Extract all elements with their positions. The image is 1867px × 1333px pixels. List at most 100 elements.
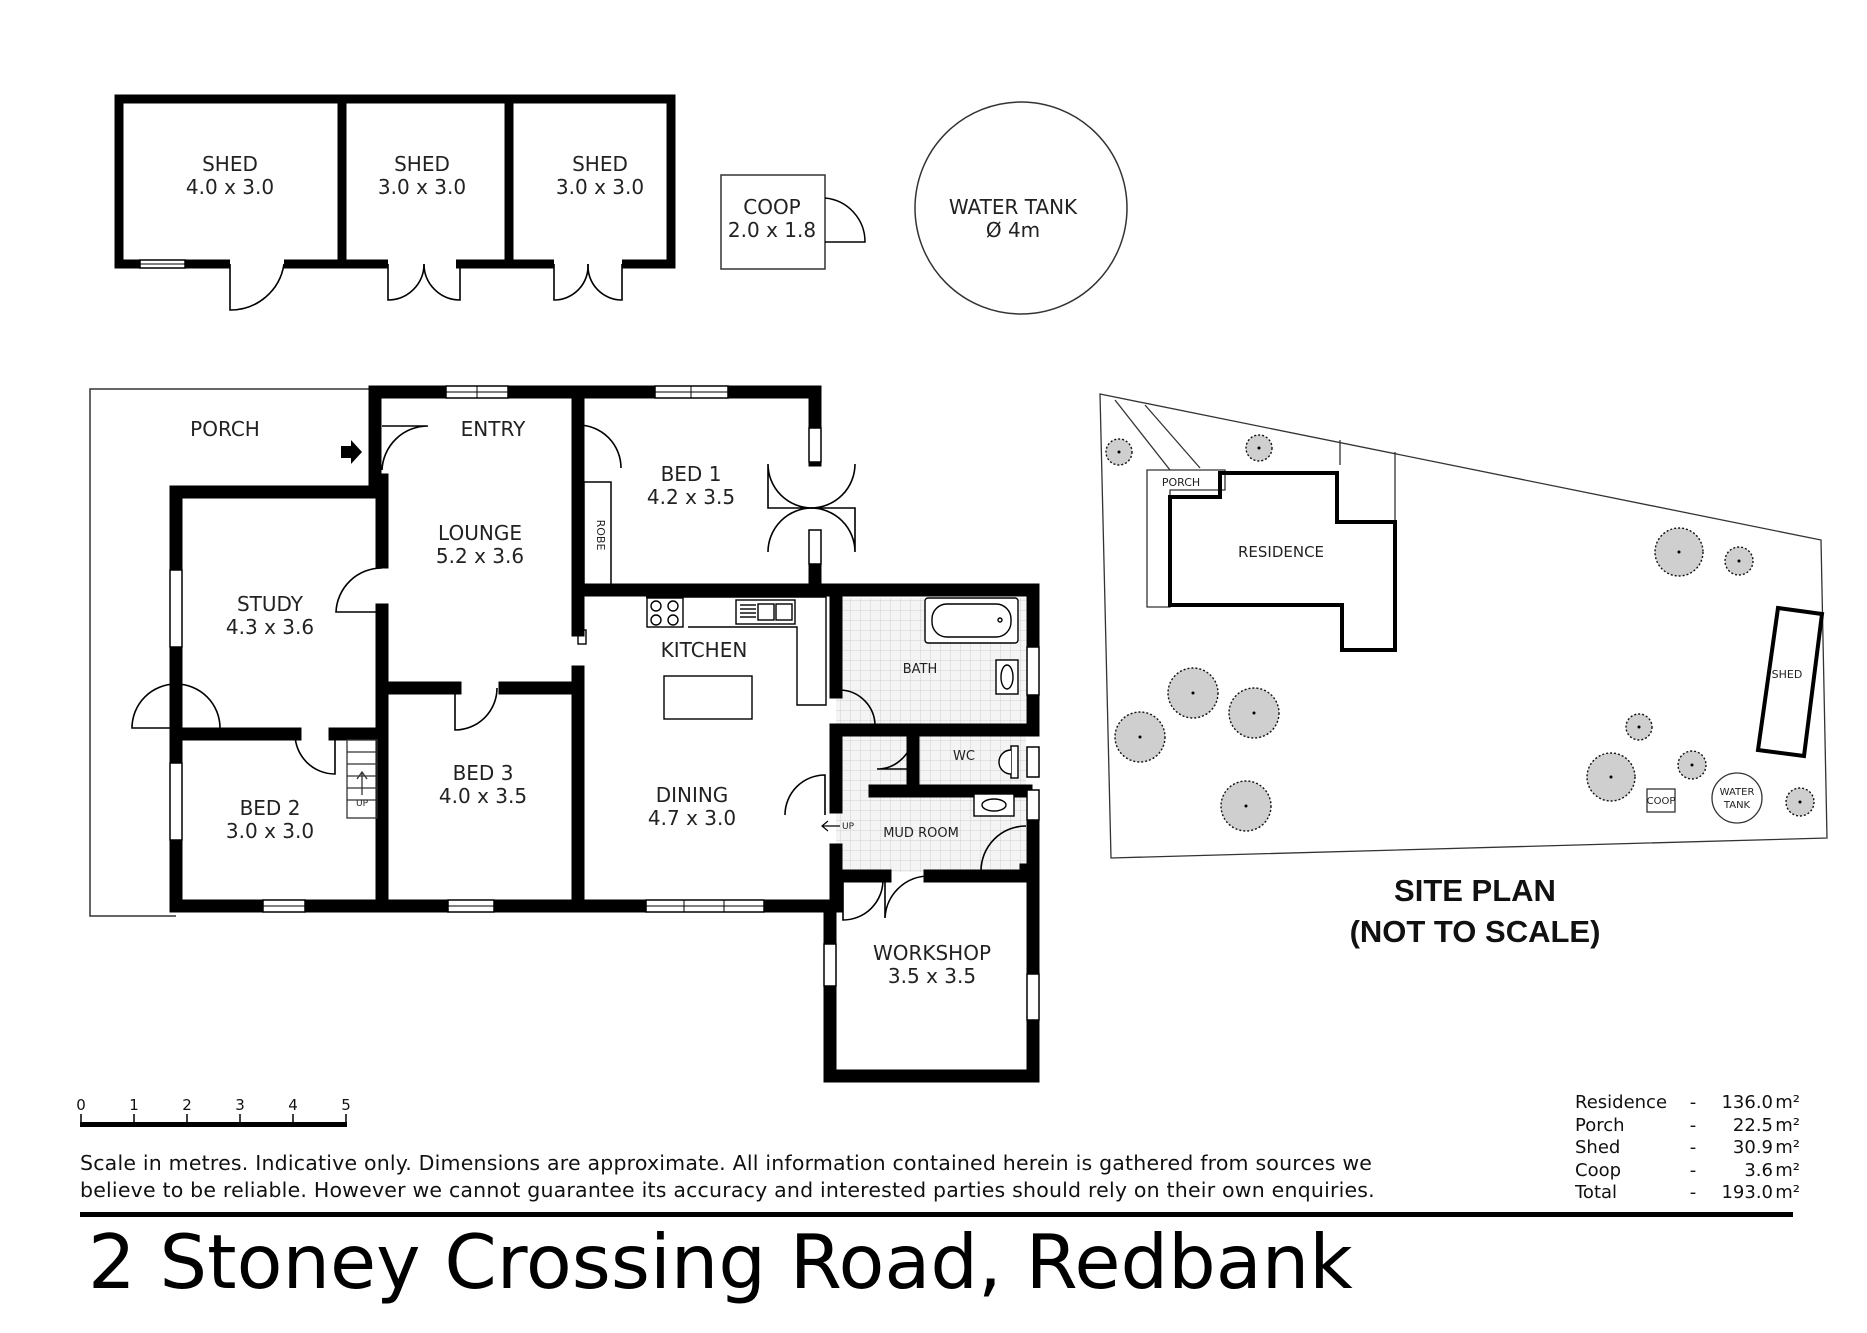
site-residence-label: RESIDENCE <box>1238 543 1324 561</box>
main-floor-plan: ROBE UP <box>89 385 1040 1083</box>
dining-name: DINING <box>656 783 729 807</box>
site-tank-label-1: WATER <box>1720 787 1755 798</box>
shed-walls <box>114 94 676 269</box>
site-tank-label-2: TANK <box>1723 800 1751 811</box>
site-coop: COOP <box>1646 788 1676 813</box>
dining-dims: 4.7 x 3.0 <box>648 806 736 830</box>
bed3-name: BED 3 <box>453 761 514 785</box>
bed2-name: BED 2 <box>240 796 301 820</box>
site-boundary <box>1099 393 1828 859</box>
area-row-shed: Shed - 30.9 m² <box>1575 1137 1800 1160</box>
area-unit: m² <box>1775 1137 1800 1158</box>
shed-1-name: SHED <box>202 152 258 176</box>
area-value: 136.0 <box>1721 1092 1773 1113</box>
outbuildings: SHED 4.0 x 3.0 SHED 3.0 x 3.0 SHED 3.0 x… <box>114 94 1128 315</box>
study-dims: 4.3 x 3.6 <box>226 615 314 639</box>
stairs <box>346 739 378 819</box>
scale-tick-4: 4 <box>288 1096 298 1114</box>
site-plan-subtitle: (NOT TO SCALE) <box>1350 914 1601 949</box>
area-name: Coop <box>1575 1159 1622 1181</box>
shed-1-dims: 4.0 x 3.0 <box>186 175 274 199</box>
area-summary: Residence - 136.0 m² Porch - 22.5 m² She… <box>1575 1092 1800 1205</box>
disclaimer-line-2: believe to be reliable. However we canno… <box>80 1178 1375 1202</box>
kitchen-fixtures <box>577 596 827 720</box>
site-trees <box>1105 434 1815 832</box>
mudroom-label: MUD ROOM <box>883 826 959 841</box>
site-water-tank: WATER TANK <box>1711 772 1763 824</box>
site-residence-outline <box>1168 471 1397 652</box>
coop-door-swing <box>824 197 866 243</box>
robe-label: ROBE <box>594 520 607 551</box>
porch-label: PORCH <box>190 417 260 441</box>
site-coop-label: COOP <box>1647 796 1676 807</box>
area-name: Total <box>1575 1182 1618 1203</box>
bath-fixtures <box>924 597 1019 817</box>
site-plan: PORCH RESIDENCE SHED COOP WATER TANK <box>1099 393 1828 949</box>
area-dash: - <box>1689 1114 1697 1136</box>
robe <box>583 481 612 588</box>
workshop-dims: 3.5 x 3.5 <box>888 964 976 988</box>
scale-tick-1: 1 <box>129 1096 139 1114</box>
site-tree-centres <box>1117 446 1802 808</box>
workshop-name: WORKSHOP <box>873 941 991 965</box>
area-name: Residence <box>1575 1092 1668 1113</box>
area-row-residence: Residence - 136.0 m² <box>1575 1092 1800 1115</box>
scale-tick-5: 5 <box>341 1096 351 1114</box>
site-porch-outline <box>1146 469 1226 608</box>
shed-2-dims: 3.0 x 3.0 <box>378 175 466 199</box>
site-plan-title: SITE PLAN <box>1394 873 1556 908</box>
area-value: 3.6 <box>1744 1159 1773 1181</box>
bath-label: BATH <box>903 662 938 677</box>
shed-3-name: SHED <box>572 152 628 176</box>
bed1-dims: 4.2 x 3.5 <box>647 485 735 509</box>
site-shed-label: SHED <box>1772 668 1803 681</box>
water-tank-name: WATER TANK <box>949 195 1078 219</box>
area-dash: - <box>1689 1159 1697 1181</box>
door-swings <box>131 424 1027 921</box>
area-value: 30.9 <box>1732 1137 1773 1158</box>
stairs-up-label: UP <box>356 799 369 809</box>
area-unit: m² <box>1775 1182 1800 1203</box>
disclaimer: Scale in metres. Indicative only. Dimens… <box>80 1150 1520 1204</box>
shed-2-name: SHED <box>394 152 450 176</box>
mudroom-up-arrow <box>821 820 840 832</box>
lounge-dims: 5.2 x 3.6 <box>436 544 524 568</box>
area-unit: m² <box>1775 1092 1800 1113</box>
scale-tick-2: 2 <box>182 1096 192 1114</box>
window-mullions <box>263 386 764 912</box>
entry-label: ENTRY <box>461 417 526 441</box>
coop-outline <box>720 174 826 270</box>
coop-name: COOP <box>743 195 801 219</box>
area-value: 193.0 <box>1721 1182 1773 1203</box>
area-dash: - <box>1689 1092 1697 1113</box>
site-shed: SHED <box>1755 605 1825 759</box>
shed-3-dims: 3.0 x 3.0 <box>556 175 644 199</box>
study-name: STUDY <box>237 592 304 616</box>
area-value: 22.5 <box>1732 1114 1773 1136</box>
bed3-dims: 4.0 x 3.5 <box>439 784 527 808</box>
water-tank-dims: Ø 4m <box>986 218 1040 242</box>
wc-label: WC <box>953 749 975 764</box>
site-driveway <box>1114 399 1396 520</box>
footer-divider <box>80 1212 1793 1217</box>
porch-outline <box>89 388 372 917</box>
area-dash: - <box>1689 1137 1697 1158</box>
mudroom-up-label: UP <box>842 822 855 832</box>
site-porch-label: PORCH <box>1162 476 1200 489</box>
kitchen-label: KITCHEN <box>661 638 748 662</box>
scale-tick-3: 3 <box>235 1096 245 1114</box>
shed-door-swings <box>229 263 623 311</box>
area-name: Porch <box>1575 1114 1625 1136</box>
property-address: 2 Stoney Crossing Road, Redbank <box>88 1218 1353 1306</box>
walls <box>169 385 1040 1083</box>
bed1-name: BED 1 <box>661 462 722 486</box>
bed2-dims: 3.0 x 3.0 <box>226 819 314 843</box>
area-row-total: Total - 193.0 m² <box>1575 1182 1800 1205</box>
scale-bar: 0 1 2 3 4 5 <box>76 1096 351 1127</box>
area-unit: m² <box>1775 1159 1800 1181</box>
area-name: Shed <box>1575 1137 1621 1158</box>
lounge-name: LOUNGE <box>438 521 522 545</box>
area-dash: - <box>1689 1182 1697 1203</box>
water-tank-outline <box>914 101 1128 315</box>
